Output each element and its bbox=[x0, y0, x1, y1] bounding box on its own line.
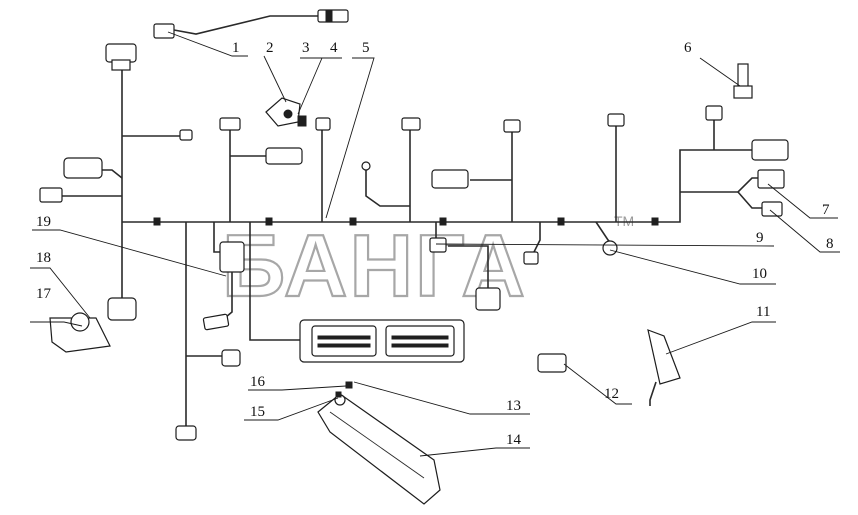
connector-8 bbox=[761, 201, 783, 217]
connector-left bbox=[39, 187, 63, 203]
callout-9: 9 bbox=[756, 230, 764, 246]
callout-11: 11 bbox=[756, 304, 770, 320]
oxygen-sensor-plug bbox=[153, 23, 175, 39]
callout-13: 13 bbox=[506, 398, 521, 414]
connector-right-large bbox=[751, 139, 789, 161]
callout-1: 1 bbox=[232, 40, 240, 56]
callout-3: 3 bbox=[302, 40, 310, 56]
watermark-tm: TM bbox=[614, 213, 634, 229]
connector-7 bbox=[757, 169, 785, 189]
ecu-unit bbox=[299, 319, 465, 363]
callout-6: 6 bbox=[684, 40, 692, 56]
callout-15: 15 bbox=[250, 404, 265, 420]
components bbox=[39, 9, 789, 505]
callout-5: 5 bbox=[362, 40, 370, 56]
callout-8: 8 bbox=[826, 236, 834, 252]
connector-19 bbox=[219, 241, 245, 273]
callout-19: 19 bbox=[36, 214, 51, 230]
callouts: 1 2 3 4 5 6 7 8 9 10 11 12 13 14 15 16 1… bbox=[36, 40, 834, 448]
leader-lines bbox=[30, 31, 840, 457]
sensor-6 bbox=[737, 63, 749, 89]
connector-left-bottom bbox=[107, 297, 137, 321]
connector-a bbox=[219, 117, 241, 131]
main-harness bbox=[60, 60, 762, 430]
branch-7 bbox=[680, 177, 760, 193]
branch-8 bbox=[737, 191, 762, 209]
connector-top-left bbox=[105, 43, 137, 63]
callout-2: 2 bbox=[266, 40, 274, 56]
connector-9 bbox=[429, 237, 447, 253]
branch-10 bbox=[531, 222, 541, 257]
sensor-2 bbox=[265, 97, 301, 127]
sensor-10 bbox=[602, 240, 618, 256]
callout-16: 16 bbox=[250, 374, 266, 390]
callout-12: 12 bbox=[604, 386, 619, 402]
connector-12 bbox=[537, 353, 567, 373]
watermark-text: БАНГА bbox=[222, 216, 527, 315]
callout-18: 18 bbox=[36, 250, 51, 266]
callout-4: 4 bbox=[330, 40, 338, 56]
callout-10: 10 bbox=[752, 266, 767, 282]
callout-14: 14 bbox=[506, 432, 522, 448]
connector-left-upper bbox=[63, 157, 103, 179]
branch-ecu bbox=[249, 222, 300, 341]
branch-connector-mid bbox=[448, 245, 489, 290]
connector-a2 bbox=[265, 147, 303, 165]
harness-trunk bbox=[122, 149, 760, 223]
connector-d2 bbox=[431, 169, 469, 189]
sensor-11 bbox=[647, 329, 681, 385]
ignition-coil bbox=[317, 381, 441, 505]
oxygen-sensor-body bbox=[317, 9, 349, 23]
branch-ground bbox=[365, 170, 410, 207]
callout-17: 17 bbox=[36, 286, 52, 302]
watermark: БАНГА TM bbox=[221, 213, 634, 316]
callout-7: 7 bbox=[822, 202, 830, 218]
